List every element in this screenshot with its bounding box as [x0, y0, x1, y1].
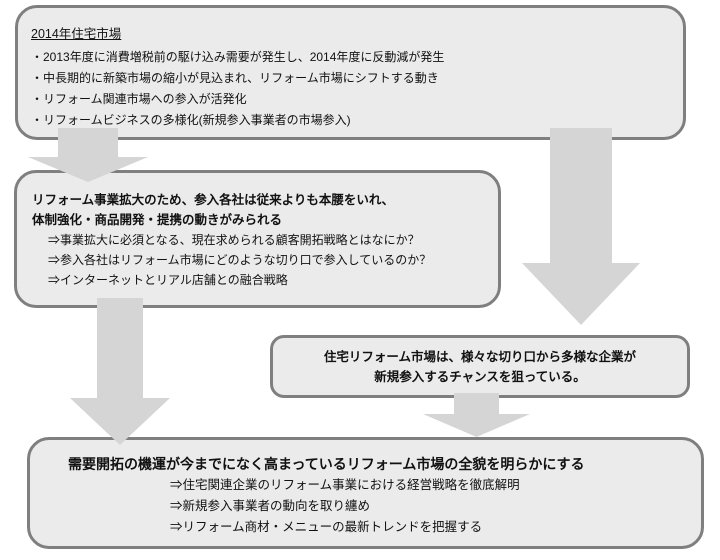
- housing-market-bullet-2: ・中長期的に新築市場の縮小が見込まれ、リフォーム市場にシフトする動き: [31, 71, 439, 85]
- conclusion-item-2: ⇒新規参入事業者の動向を取り纏め: [170, 499, 371, 513]
- down-arrow-long-icon: [522, 128, 640, 325]
- housing-market-2014-content: 2014年住宅市場 ・2013年度に消費増税前の駆け込み需要が発生し、2014年…: [18, 8, 683, 131]
- strategy-item-1: ⇒事業拡大に必須となる、現在求められる顧客開拓戦略とはなにか？: [48, 233, 420, 247]
- conclusion-content: 需要開拓の機運が今までになく高まっているリフォーム市場の全貌を明らかにする ⇒住…: [30, 440, 701, 538]
- housing-market-bullet-4: ・リフォームビジネスの多様化(新規参入事業者の市場参入): [31, 113, 351, 127]
- reform-strategy-box: リフォーム事業拡大のため、参入各社は従来よりも本腰をいれ、 体制強化・商品開発・…: [14, 170, 501, 308]
- conclusion-box: 需要開拓の機運が今までになく高まっているリフォーム市場の全貌を明らかにする ⇒住…: [27, 437, 704, 549]
- market-opportunity-box: 住宅リフォーム市場は、様々な切り口から多様な企業が 新規参入するチャンスを狙って…: [270, 335, 690, 398]
- housing-market-2014-box: 2014年住宅市場 ・2013年度に消費増税前の駆け込み需要が発生し、2014年…: [15, 5, 686, 140]
- strategy-item-3: ⇒インターネットとリアル店舗との融合戦略: [48, 273, 288, 287]
- conclusion-title: 需要開拓の機運が今までになく高まっているリフォーム市場の全貌を明らかにする: [68, 456, 585, 472]
- conclusion-item-3: ⇒リフォーム商材・メニューの最新トレンドを把握する: [170, 520, 483, 534]
- housing-market-bullet-3: ・リフォーム関連市場への参入が活発化: [31, 92, 247, 106]
- strategy-item-2: ⇒参入各社はリフォーム市場にどのような切り口で参入しているのか？: [48, 253, 432, 267]
- housing-market-title: 2014年住宅市場: [31, 27, 122, 41]
- down-arrow-icon: [423, 393, 530, 437]
- housing-market-bullet-1: ・2013年度に消費増税前の駆け込み需要が発生し、2014年度に反動減が発生: [31, 50, 445, 64]
- down-arrow-icon: [28, 128, 148, 182]
- reform-strategy-content: リフォーム事業拡大のため、参入各社は従来よりも本腰をいれ、 体制強化・商品開発・…: [17, 173, 498, 290]
- opportunity-line-2: 新規参入するチャンスを狙っている。: [374, 369, 586, 384]
- conclusion-item-1: ⇒住宅関連企業のリフォーム事業における経営戦略を徹底解明: [170, 478, 520, 492]
- opportunity-line-1: 住宅リフォーム市場は、様々な切り口から多様な企業が: [323, 349, 637, 364]
- strategy-heading-line-1: リフォーム事業拡大のため、参入各社は従来よりも本腰をいれ、: [32, 193, 395, 207]
- down-arrow-icon: [70, 298, 170, 445]
- strategy-heading-line-2: 体制強化・商品開発・提携の動きがみられる: [32, 213, 283, 227]
